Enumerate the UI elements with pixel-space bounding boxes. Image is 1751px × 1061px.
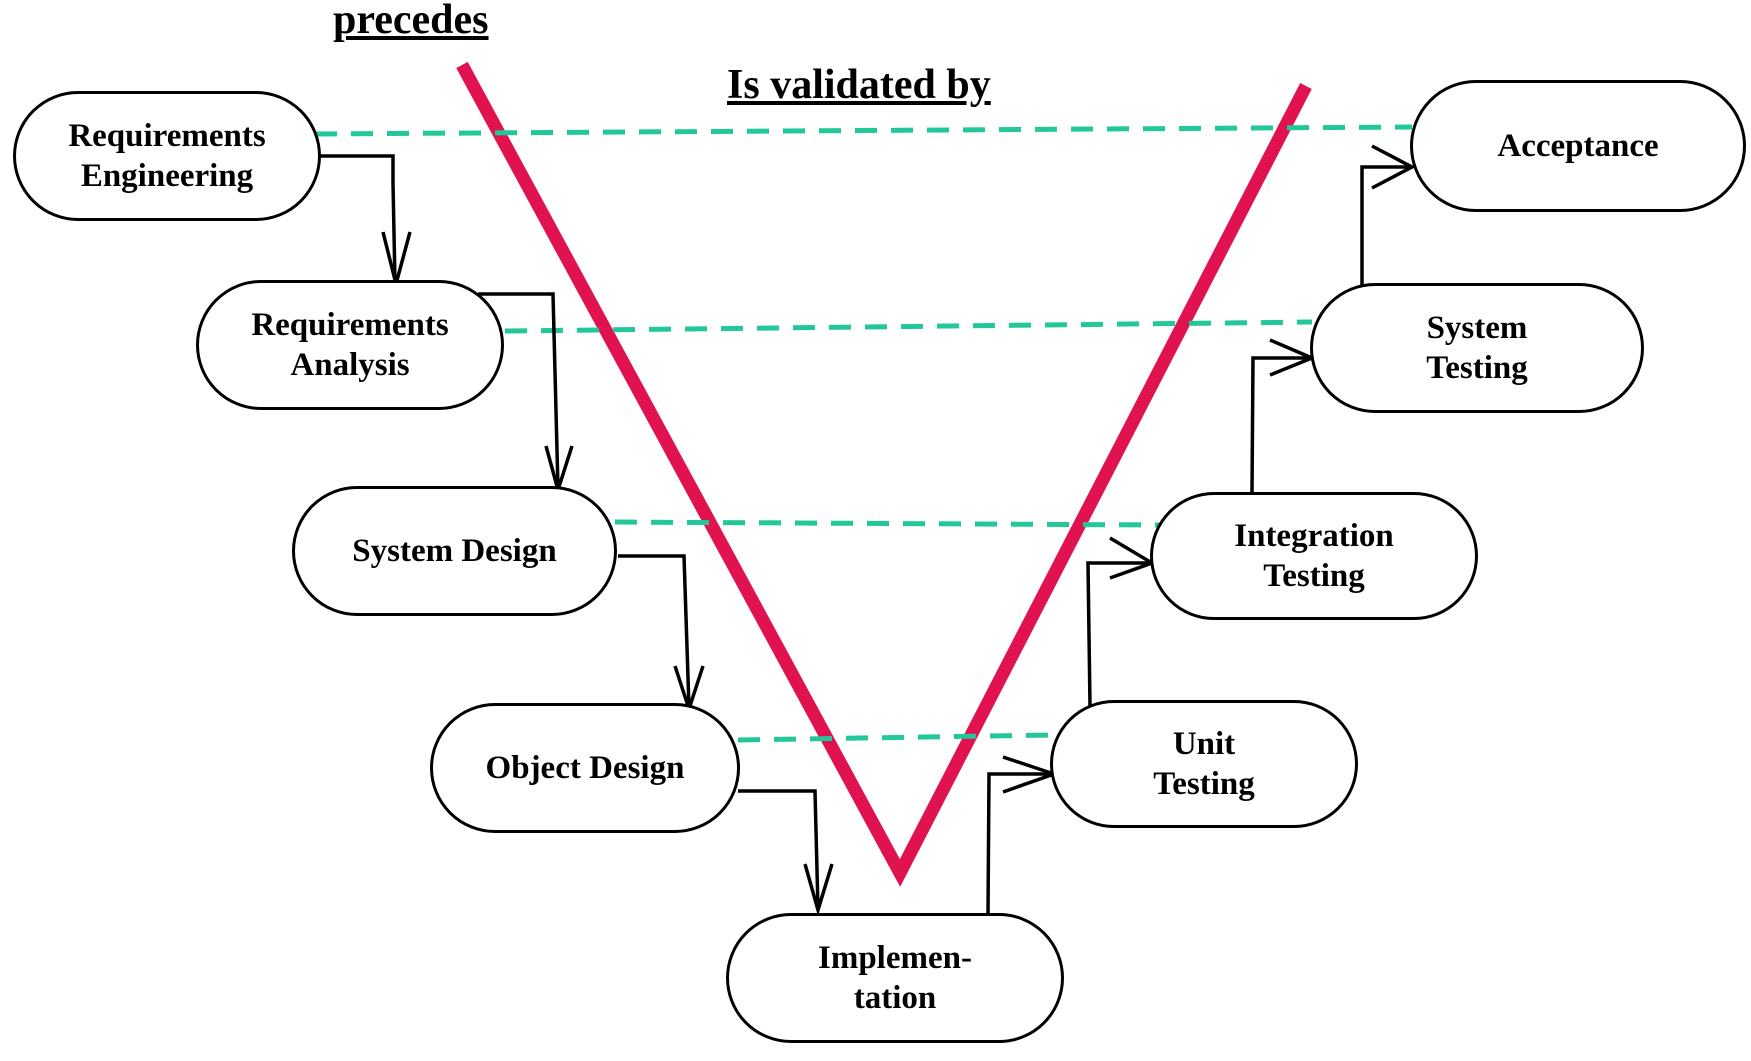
arrowhead-ra [381,231,412,291]
phase-requirements-engineering: Requirements Engineering [13,91,321,221]
flow-arrow-ra-to-sd [478,292,560,490]
arrowhead-impl [803,863,834,917]
validation-link-object-design-unit-testing [737,732,1053,743]
phase-label-line: Testing [1153,766,1255,802]
phase-label-line: Testing [1426,350,1528,386]
phase-label-line: Implemen- [818,940,972,976]
flow-arrow-od-to-impl [738,789,820,910]
arrowhead-acceptance [1371,144,1416,190]
precedes-label: precedes [333,0,489,43]
phase-acceptance: Acceptance [1410,80,1746,212]
phase-label-line: System [1426,310,1528,346]
flow-arrow-sd-to-od [618,554,691,709]
validation-link-system-design-integration [614,519,1161,528]
phase-object-design: Object Design [430,703,740,833]
phase-requirements-analysis: Requirements Analysis [196,280,504,410]
phase-unit-testing: Unit Testing [1050,700,1358,828]
flow-arrow-unit-to-integration [1086,561,1152,707]
phase-label-line: Requirements [68,118,266,154]
phase-label-line: Acceptance [1497,128,1659,164]
phase-label-line: Unit [1172,726,1236,762]
phase-label-line: Object Design [485,750,685,786]
phase-integration-testing: Integration Testing [1150,492,1478,620]
flow-arrow-re-to-ra [320,154,397,284]
flow-arrow-impl-to-unit [986,772,1053,916]
arrowhead-integration [1109,536,1157,580]
phase-label-line: Integration [1234,518,1394,554]
validated-by-label: Is validated by [727,62,991,108]
phase-label-line: System Design [352,533,557,569]
phase-label-line: Engineering [80,158,254,194]
phase-label-line: Analysis [290,347,410,383]
phase-label-line: Testing [1263,558,1365,594]
phase-system-testing: System Testing [1310,283,1644,413]
flow-arrow-integration-to-system [1250,356,1312,493]
phase-implementation: Implemen- tation [726,913,1064,1043]
phase-system-design: System Design [292,486,617,616]
phase-label-line: tation [853,980,937,1016]
v-shape [456,61,1312,887]
flow-arrow-system-to-acceptance [1360,165,1412,287]
validation-link-requirements-acceptance [314,124,1413,137]
validation-link-analysis-system-testing [504,319,1313,334]
phase-label-line: Requirements [251,307,449,343]
